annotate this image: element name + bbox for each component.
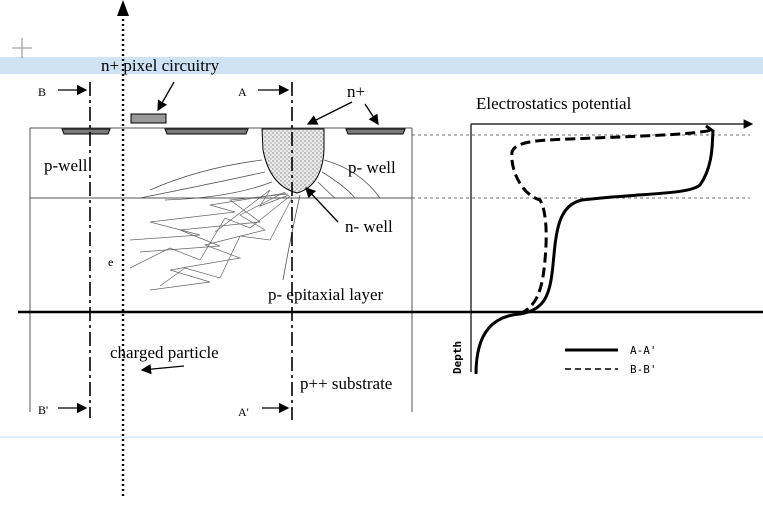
n-plus-implants	[61, 128, 406, 135]
electron-paths	[129, 189, 293, 291]
curve-a-a	[474, 124, 715, 375]
label-charged-particle: charged particle	[110, 343, 219, 362]
potential-axes	[470, 119, 754, 372]
marker-b-prime: B'	[38, 403, 48, 417]
label-epitaxial: p- epitaxial layer	[268, 285, 384, 304]
label-p-well-right: p- well	[348, 158, 396, 177]
label-substrate: p++ substrate	[300, 374, 392, 393]
curve-b-b	[510, 128, 713, 316]
pixel-circuitry-implant	[130, 113, 167, 124]
highlight-band	[0, 57, 763, 74]
marker-arrows	[58, 81, 379, 414]
label-pixel-circuitry: n+ pixel circuitry	[101, 56, 220, 75]
label-n-plus: n+	[347, 82, 365, 101]
marker-b: B	[38, 85, 46, 99]
potential-title: Electrostatics potential	[476, 94, 632, 113]
marker-a: A	[238, 85, 247, 99]
label-n-well: n- well	[345, 217, 393, 236]
sensor-body	[29, 127, 413, 412]
field-lines	[139, 159, 381, 281]
marker-a-prime: A'	[238, 405, 249, 419]
depth-axis-label: Depth	[451, 341, 464, 374]
cut-lines	[89, 82, 293, 420]
particle-track-arrowhead	[117, 0, 129, 16]
crosshair-icon	[12, 38, 32, 58]
n-well	[261, 128, 325, 194]
reference-lines	[412, 134, 750, 199]
label-p-well-left: p-well	[44, 156, 88, 175]
legend-label-a-a: A-A'	[630, 344, 657, 357]
label-electron: e	[108, 255, 113, 269]
legend-label-b-b: B-B'	[630, 363, 657, 376]
